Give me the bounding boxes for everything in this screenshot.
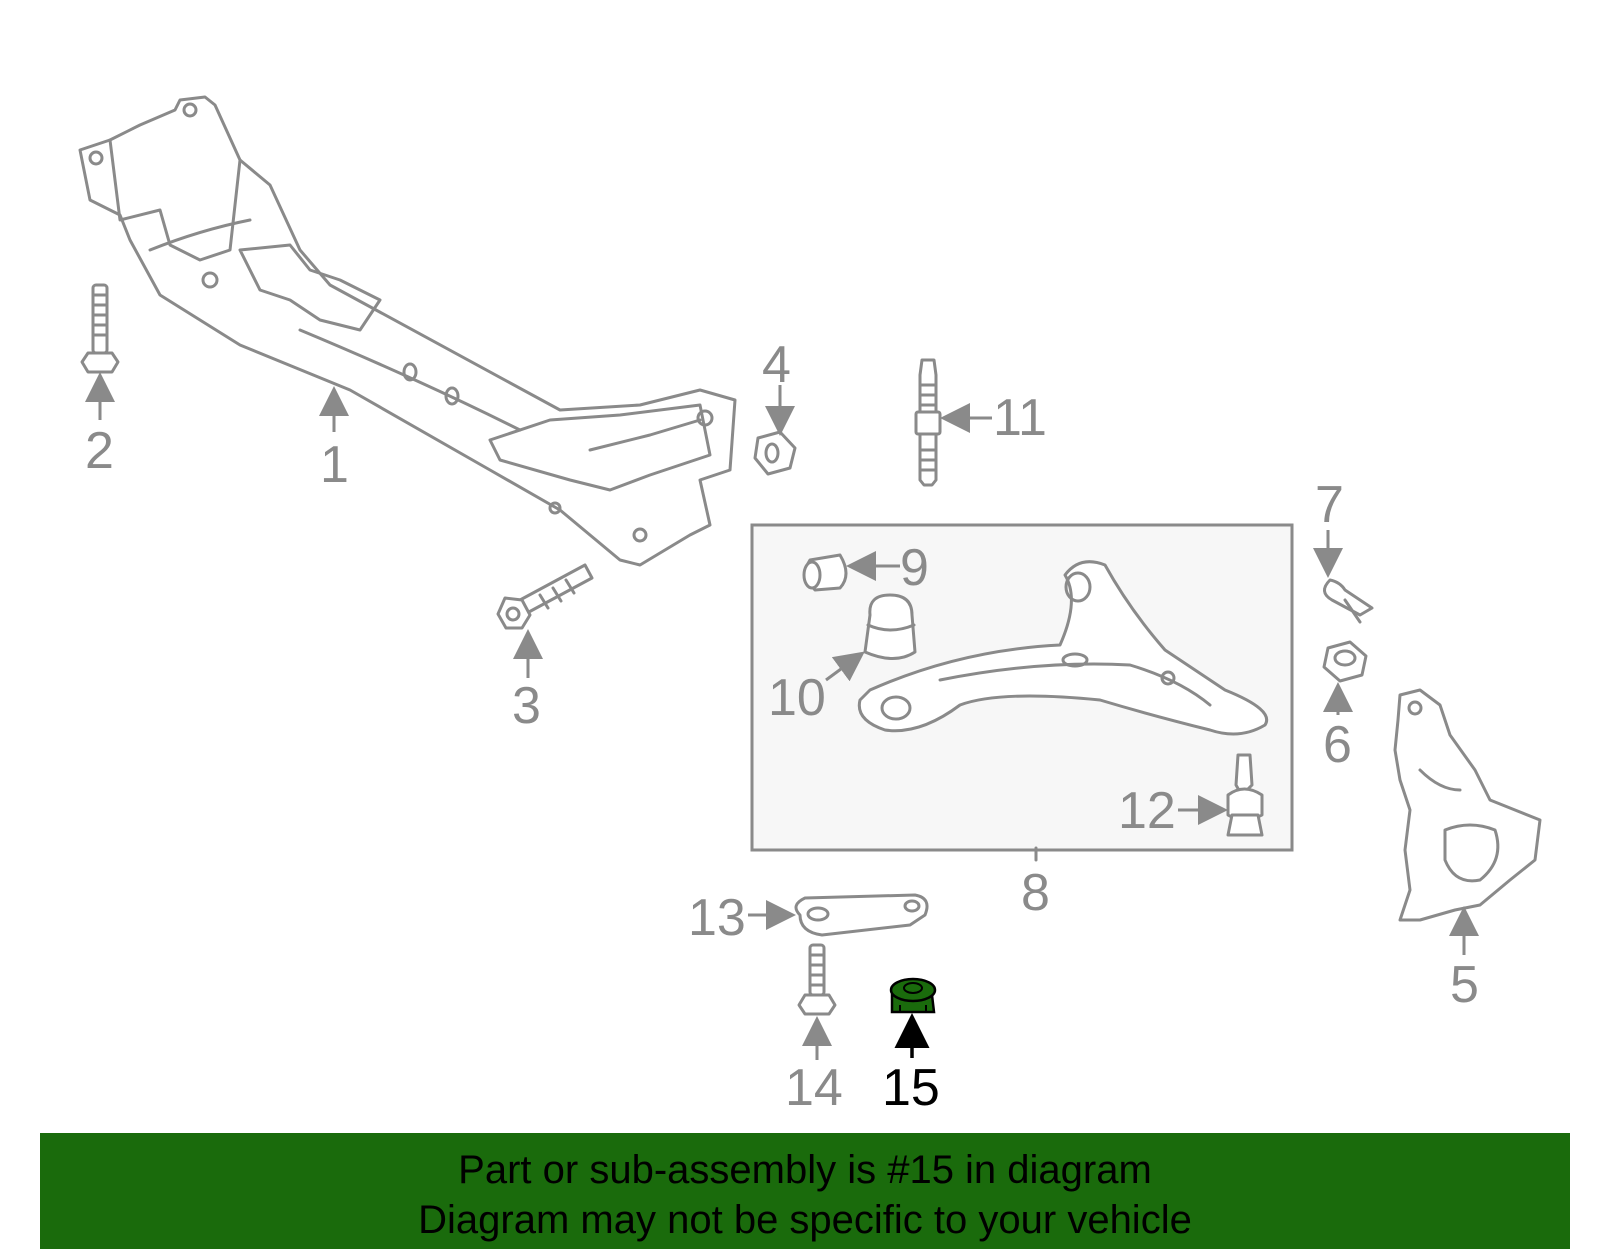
nut-part-6[interactable] bbox=[1322, 640, 1368, 683]
callout-7: 7 bbox=[1315, 476, 1344, 534]
callout-5: 5 bbox=[1450, 956, 1479, 1014]
callout-4: 4 bbox=[762, 336, 791, 394]
callout-15-highlighted: 15 bbox=[882, 1059, 940, 1117]
callout-10: 10 bbox=[768, 669, 826, 727]
nut-part-4[interactable] bbox=[753, 430, 797, 476]
bolt-part-14[interactable] bbox=[797, 943, 837, 1016]
callout-labels: 1 2 3 4 5 6 7 8 9 10 11 12 13 14 15 bbox=[85, 336, 1479, 1117]
bolt-part-2[interactable] bbox=[80, 283, 120, 374]
cotter-pin-part[interactable] bbox=[1323, 578, 1374, 624]
banner-line-2: Diagram may not be specific to your vehi… bbox=[418, 1198, 1192, 1242]
nut-part-15-highlighted[interactable] bbox=[889, 977, 937, 1014]
callout-14: 14 bbox=[785, 1059, 843, 1117]
ball-joint-part[interactable] bbox=[1226, 753, 1264, 837]
leader-lines bbox=[85, 372, 1479, 1060]
stud-part-11[interactable] bbox=[914, 358, 942, 487]
crossmember-part[interactable] bbox=[78, 95, 737, 567]
steering-knuckle-part[interactable] bbox=[1393, 688, 1542, 922]
callout-8: 8 bbox=[1021, 864, 1050, 922]
callout-2: 2 bbox=[85, 422, 114, 480]
callout-6: 6 bbox=[1323, 716, 1352, 774]
callout-13: 13 bbox=[688, 889, 746, 947]
bracket-part[interactable] bbox=[794, 893, 929, 937]
callout-1: 1 bbox=[320, 436, 349, 494]
banner-line-1: Part or sub-assembly is #15 in diagram bbox=[458, 1148, 1152, 1192]
callout-3: 3 bbox=[512, 677, 541, 735]
bolt-part-3[interactable] bbox=[496, 563, 594, 630]
info-banner: Part or sub-assembly is #15 in diagram D… bbox=[40, 1133, 1570, 1249]
callout-9: 9 bbox=[900, 539, 929, 597]
control-arm-part[interactable] bbox=[857, 560, 1268, 736]
callout-12: 12 bbox=[1118, 782, 1176, 840]
bushing-part-9[interactable] bbox=[802, 553, 848, 592]
callout-11: 11 bbox=[993, 389, 1047, 447]
bushing-part-10[interactable] bbox=[863, 593, 917, 660]
